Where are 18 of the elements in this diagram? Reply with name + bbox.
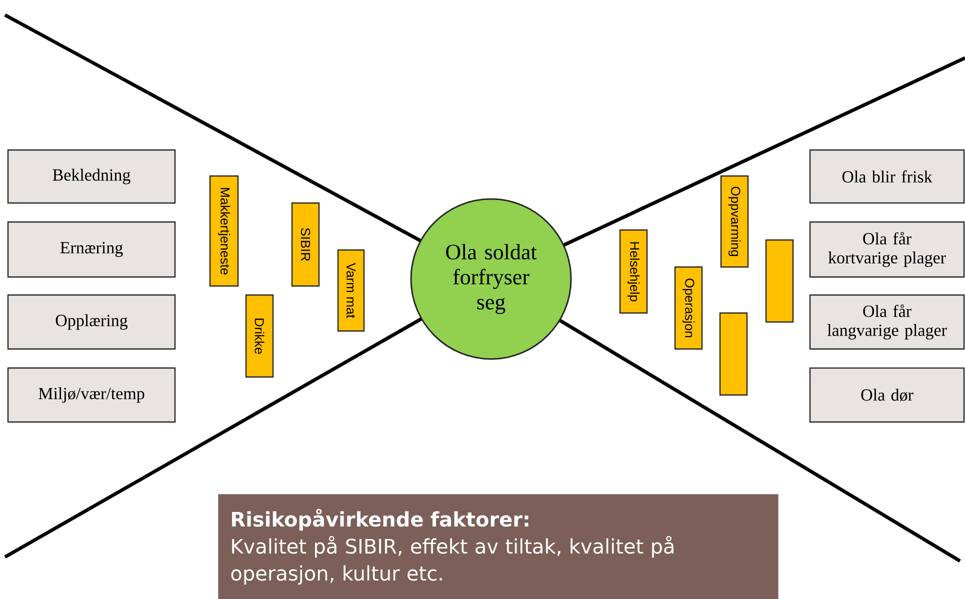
barrier-bar: Helsehjelp bbox=[619, 229, 648, 314]
barrier-bar: Oppvarming bbox=[720, 175, 749, 268]
factor-box: Bekledning bbox=[7, 149, 176, 204]
factor-box: Ola får langvarige plager bbox=[809, 294, 965, 350]
factor-box: Ernæring bbox=[7, 221, 176, 278]
factor-box: Ola får kortvarige plager bbox=[809, 221, 965, 278]
factor-box: Ola blir frisk bbox=[809, 149, 965, 204]
factor-box: Opplæring bbox=[7, 294, 176, 350]
factor-box: Miljø/vær/temp bbox=[7, 367, 176, 423]
barrier-bar: SIBIR bbox=[291, 202, 320, 287]
barrier-bar: Drikke bbox=[245, 294, 274, 378]
barrier-bar bbox=[765, 239, 794, 323]
barrier-bar: Makkertjeneste bbox=[209, 175, 239, 287]
barrier-bar bbox=[719, 312, 748, 396]
barrier-bar: Operasjon bbox=[674, 266, 703, 350]
factor-box: Ola dør bbox=[809, 367, 965, 423]
barrier-bar: Varm mat bbox=[337, 249, 365, 332]
note-box: Risikopåvirkende faktorer: Kvalitet på SIBIR, effekt av tiltak, kvalitet på operasjon, kultur etc. bbox=[218, 494, 778, 599]
